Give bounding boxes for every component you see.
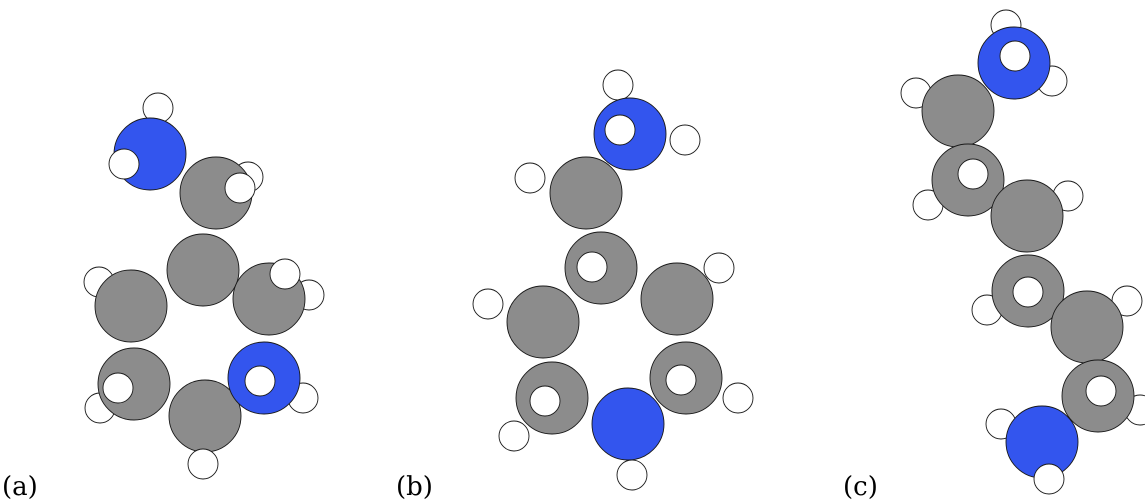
carbon-atom-3	[640, 262, 714, 336]
hydrogen-atom-0	[602, 69, 634, 101]
hydrogen-atom-4	[576, 251, 608, 283]
hydrogen-atom-7	[498, 420, 530, 452]
hydrogen-atom-5	[957, 158, 989, 190]
hydrogen-atom-10	[665, 364, 697, 396]
carbon-atom-2	[166, 233, 240, 307]
panel-label-b: (b)	[396, 472, 433, 502]
molecule-panel-b	[472, 69, 754, 491]
hydrogen-atom-8	[1012, 276, 1044, 308]
hydrogen-atom-3	[604, 114, 636, 146]
hydrogen-atom-5	[703, 252, 735, 284]
hydrogen-atom-3	[108, 148, 140, 180]
hydrogen-atom-13	[1033, 463, 1065, 495]
panel-label-a: (a)	[2, 472, 38, 502]
hydrogen-atom-9	[269, 258, 301, 290]
molecule-panel-a	[83, 92, 325, 480]
hydrogen-atom-11	[616, 459, 648, 491]
hydrogen-atom-7	[102, 372, 134, 404]
hydrogen-atom-6	[472, 288, 504, 320]
hydrogen-atom-8	[187, 448, 219, 480]
carbon-atom-5	[1050, 290, 1124, 364]
carbon-atom-1	[921, 74, 995, 148]
hydrogen-atom-11	[1085, 375, 1117, 407]
hydrogen-atom-4	[224, 172, 256, 204]
carbon-atom-3	[990, 179, 1064, 253]
hydrogen-atom-9	[722, 382, 754, 414]
hydrogen-atom-2	[514, 162, 546, 194]
carbon-atom-4	[506, 285, 580, 359]
carbon-atom-1	[549, 156, 623, 230]
panel-label-c: (c)	[843, 472, 878, 502]
hydrogen-atom-8	[529, 385, 561, 417]
carbon-atom-3	[94, 269, 168, 343]
hydrogen-atom-1	[669, 124, 701, 156]
molecule-panel-c	[900, 9, 1145, 495]
hydrogen-atom-3	[999, 40, 1031, 72]
hydrogen-atom-11	[244, 365, 276, 397]
nitrogen-atom-7	[591, 387, 665, 461]
